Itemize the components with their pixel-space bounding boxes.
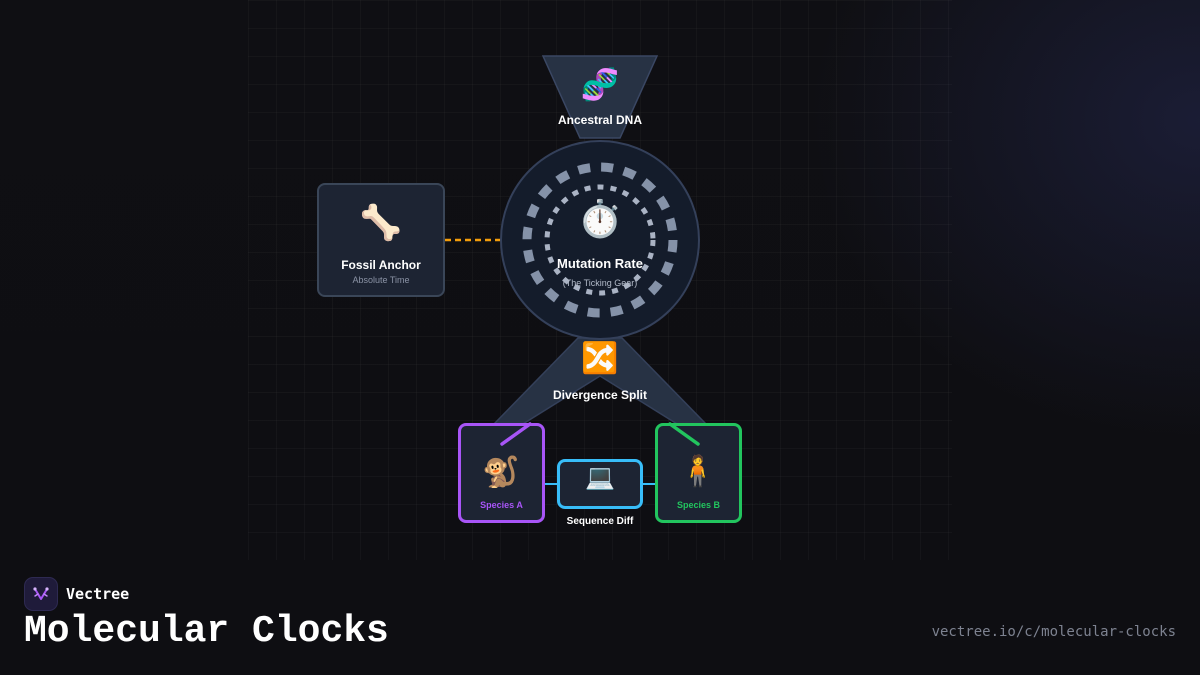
- dna-icon: 🧬: [580, 67, 620, 103]
- branching-tree-icon: [24, 577, 58, 611]
- laptop-icon: 💻: [585, 463, 615, 491]
- mutation-gear-outer-ring: [522, 162, 678, 318]
- brand: Vectree: [24, 577, 129, 611]
- bone-icon: 🦴: [359, 203, 403, 243]
- fossil-anchor-node: [317, 183, 445, 297]
- mutation-gear-inner-ring: [544, 184, 656, 296]
- species-a-label: Species A: [480, 500, 523, 510]
- page-title: Molecular Clocks: [24, 610, 389, 653]
- sequence-diff-node: [557, 459, 643, 509]
- divergence-split-label: Divergence Split: [552, 388, 648, 402]
- monkey-icon: 🐒: [482, 455, 520, 490]
- mutation-rate-sublabel: (The Ticking Gear): [562, 278, 638, 288]
- species-a-node: [458, 423, 545, 523]
- brand-name: Vectree: [66, 585, 130, 603]
- fossil-anchor-label: Fossil Anchor: [341, 258, 421, 272]
- species-b-node: [655, 423, 742, 523]
- ancestral-dna-label: Ancestral DNA: [557, 113, 643, 127]
- mutation-rate-label: Mutation Rate: [557, 256, 643, 271]
- shuffle-icon: 🔀: [581, 341, 619, 376]
- page-url[interactable]: vectree.io/c/molecular-clocks: [931, 624, 1176, 640]
- sequence-diff-label: Sequence Diff: [566, 516, 634, 527]
- fork-end-species-a: [500, 422, 532, 446]
- species-b-label: Species B: [676, 500, 721, 510]
- person-icon: 🧍: [679, 454, 717, 489]
- ancestral-dna-funnel: [541, 55, 659, 139]
- fossil-anchor-sublabel: Absolute Time: [352, 275, 410, 285]
- fork-end-species-b: [668, 422, 700, 446]
- stopwatch-icon: ⏱️: [577, 199, 623, 240]
